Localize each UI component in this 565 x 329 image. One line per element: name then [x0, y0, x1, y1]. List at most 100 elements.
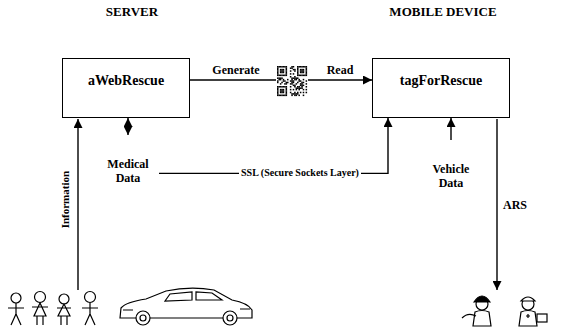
qr-module	[278, 79, 280, 81]
qr-module	[293, 89, 295, 91]
qr-module	[278, 77, 280, 79]
process-box: tagForRescue	[372, 58, 510, 118]
qr-module	[280, 79, 282, 81]
frame-title: SERVER	[6, 4, 258, 20]
qr-module	[278, 95, 280, 97]
qr-module	[306, 70, 308, 72]
qr-module	[290, 80, 292, 82]
qr-module	[291, 93, 293, 95]
qr-module	[277, 66, 279, 68]
qr-module	[284, 75, 286, 77]
qr-module	[296, 89, 298, 91]
frame-border	[18, 38, 246, 270]
qr-module	[278, 75, 280, 77]
qr-module	[278, 66, 280, 68]
qr-module	[303, 72, 305, 74]
qr-module	[297, 77, 299, 79]
qr-module	[296, 87, 298, 89]
rescuer-figures	[462, 296, 547, 326]
qr-module	[281, 90, 283, 92]
qr-module	[300, 83, 302, 85]
qr-module	[306, 75, 308, 77]
qr-module	[290, 76, 292, 78]
qr-module	[281, 66, 283, 68]
qr-module	[291, 95, 293, 97]
qr-module	[280, 72, 282, 74]
qr-module	[296, 95, 298, 97]
qr-module	[300, 66, 302, 68]
qr-module	[301, 86, 303, 88]
qr-module	[293, 77, 295, 79]
qr-module	[291, 66, 293, 68]
qr-module	[283, 72, 285, 74]
frame-hatch	[328, 202, 408, 282]
qr-module	[296, 83, 298, 85]
qr-module	[300, 87, 302, 89]
qr-module	[297, 67, 299, 69]
qr-module	[291, 67, 293, 69]
qr-module	[277, 93, 279, 95]
qr-module	[300, 69, 302, 71]
qr-module	[277, 92, 279, 94]
qr-module	[286, 90, 288, 92]
qr-module	[283, 89, 285, 91]
qr-module	[283, 92, 285, 94]
qr-module	[286, 89, 288, 91]
qr-module	[306, 66, 308, 68]
qr-module	[281, 75, 283, 77]
qr-module	[298, 86, 300, 88]
qr-module	[294, 95, 296, 97]
qr-module	[290, 67, 292, 69]
qr-module	[287, 82, 289, 84]
qr-module	[283, 80, 285, 82]
qr-module	[280, 77, 282, 79]
ars-arrow	[496, 119, 497, 290]
qr-module	[291, 83, 293, 85]
qr-module	[298, 89, 300, 91]
qr-module	[294, 69, 296, 71]
qr-module	[294, 86, 296, 88]
qr-module	[284, 66, 286, 68]
qr-module	[277, 77, 279, 79]
qr-module	[281, 89, 283, 91]
qr-module	[293, 80, 295, 82]
qr-module	[301, 75, 303, 77]
qr-module	[290, 92, 292, 94]
qr-module	[290, 70, 292, 72]
edge-label: SSL (Secure Sockets Layer)	[239, 167, 361, 179]
arrow-label: Information	[59, 171, 72, 228]
qr-module	[297, 70, 299, 72]
qr-module	[283, 70, 285, 72]
qr-module	[281, 77, 283, 79]
qr-module	[277, 86, 279, 88]
connector-arrow	[127, 118, 128, 135]
qr-module	[286, 72, 288, 74]
qr-module	[293, 73, 295, 75]
qr-module	[283, 69, 285, 71]
qr-module	[301, 83, 303, 85]
qr-module	[286, 83, 288, 85]
car-illustration	[120, 288, 252, 325]
device-frame: MOBILE DEVICEtagForRescueVehicle Data	[328, 26, 558, 282]
qr-module	[284, 83, 286, 85]
qr-module	[294, 93, 296, 95]
qr-module	[277, 75, 279, 77]
qr-module	[304, 66, 306, 68]
frame-border	[340, 38, 546, 270]
qr-module	[306, 72, 308, 74]
qr-module	[283, 75, 285, 77]
qr-module	[298, 87, 300, 89]
qr-module	[280, 66, 282, 68]
qr-module	[298, 75, 300, 77]
qr-module	[286, 70, 288, 72]
qr-module	[303, 66, 305, 68]
label-holder: Read	[327, 63, 354, 77]
qr-module	[280, 86, 282, 88]
qr-module	[277, 80, 279, 82]
database-label: Medical Data	[97, 157, 159, 186]
qr-module	[280, 90, 282, 92]
arrow-label: Read	[327, 63, 354, 77]
qr-module	[296, 93, 298, 95]
database-cylinder: Medical Data	[97, 135, 159, 199]
